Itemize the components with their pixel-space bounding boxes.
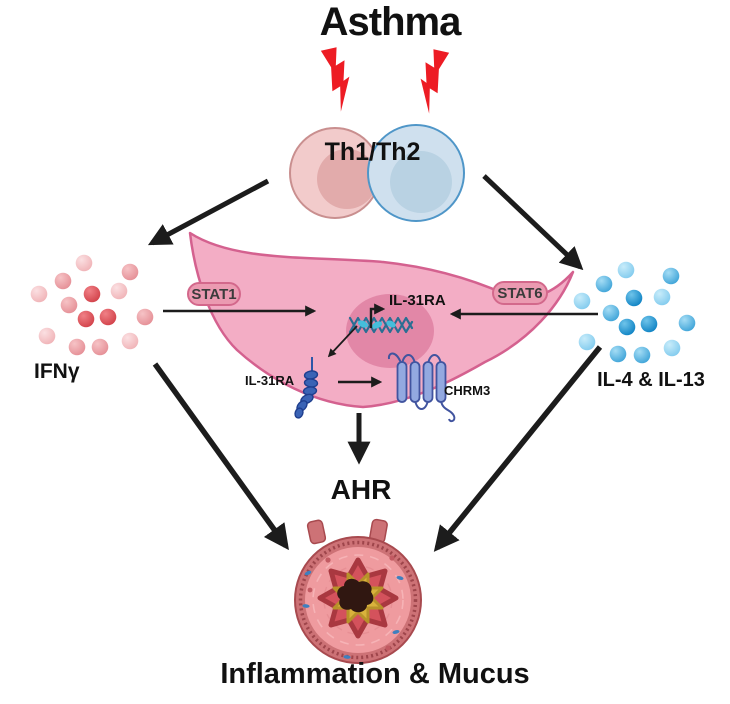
airway-lumen xyxy=(337,578,374,613)
airway-texture-ring xyxy=(312,554,404,646)
molecule-dot xyxy=(121,263,139,281)
molecule-dot xyxy=(136,308,154,326)
molecule-dot xyxy=(625,289,643,307)
arrow-dna-to-receptor xyxy=(327,325,358,358)
molecule-dot xyxy=(99,308,117,326)
th1-th2-label: Th1/Th2 xyxy=(324,138,421,166)
airway-horn xyxy=(306,519,327,545)
il4-il13-label: IL-4 & IL-13 xyxy=(597,369,705,391)
promoter-arrow xyxy=(369,303,386,328)
molecule-dot xyxy=(68,338,86,356)
il31ra-gene-label: IL-31RA xyxy=(389,292,446,309)
stat1-badge: STAT1 xyxy=(187,282,241,306)
arrow-il4-to-airway xyxy=(433,345,603,552)
inflammation-mucus-label: Inflammation & Mucus xyxy=(220,658,530,690)
il31ra-receptor-label: IL-31RA xyxy=(245,373,295,388)
th2-nucleus xyxy=(390,151,452,213)
molecule-dot xyxy=(653,288,671,306)
molecule-dot xyxy=(618,318,636,336)
immune-cell-specks xyxy=(302,555,404,659)
molecule-dot xyxy=(91,338,109,356)
molecule-dot xyxy=(121,332,139,350)
molecule-dot xyxy=(83,285,101,303)
ifn-gamma-label: IFNγ xyxy=(34,360,80,383)
lightning-bolt-icon xyxy=(420,49,450,114)
airway-cross-section xyxy=(294,518,422,664)
molecule-dot xyxy=(77,310,95,328)
lightning-bolt-icon xyxy=(320,47,350,112)
arrow-ifn-to-airway xyxy=(152,362,289,551)
airway-muscle-ring xyxy=(298,540,418,660)
arrow-th-to-il4 xyxy=(482,174,584,271)
molecule-dot xyxy=(75,254,93,272)
molecule-dot xyxy=(633,346,651,364)
arrow-th-to-ifn xyxy=(147,178,270,246)
diagram-title: Asthma xyxy=(319,0,462,44)
molecule-dot xyxy=(595,275,613,293)
molecule-dot xyxy=(602,304,620,322)
pathway-arrows xyxy=(147,174,603,552)
molecule-dot xyxy=(38,327,56,345)
molecule-dot xyxy=(617,261,635,279)
molecule-dot xyxy=(609,345,627,363)
dna-highlight-segments xyxy=(357,320,396,329)
molecule-dot xyxy=(573,292,591,310)
ifn-gamma-cluster xyxy=(30,254,154,356)
ahr-label: AHR xyxy=(330,474,392,505)
lightning-bolts xyxy=(320,47,450,114)
molecule-dot xyxy=(54,272,72,290)
th1-th2-cells xyxy=(289,124,465,222)
il4-il13-cluster xyxy=(573,261,696,364)
molecule-dot xyxy=(110,282,128,300)
molecule-dot xyxy=(678,314,696,332)
molecule-dot xyxy=(60,296,78,314)
molecule-dot xyxy=(578,333,596,351)
molecule-dot xyxy=(662,267,680,285)
th1-nucleus xyxy=(317,149,377,209)
smooth-muscle-cell xyxy=(188,231,575,423)
molecule-dot xyxy=(640,315,658,333)
molecule-dot xyxy=(663,339,681,357)
chrm3-receptor-icon xyxy=(387,352,456,423)
stat6-badge: STAT6 xyxy=(492,281,548,305)
il31ra-receptor-icon xyxy=(294,357,319,419)
molecule-dot xyxy=(30,285,48,303)
chrm3-label: CHRM3 xyxy=(444,383,491,398)
